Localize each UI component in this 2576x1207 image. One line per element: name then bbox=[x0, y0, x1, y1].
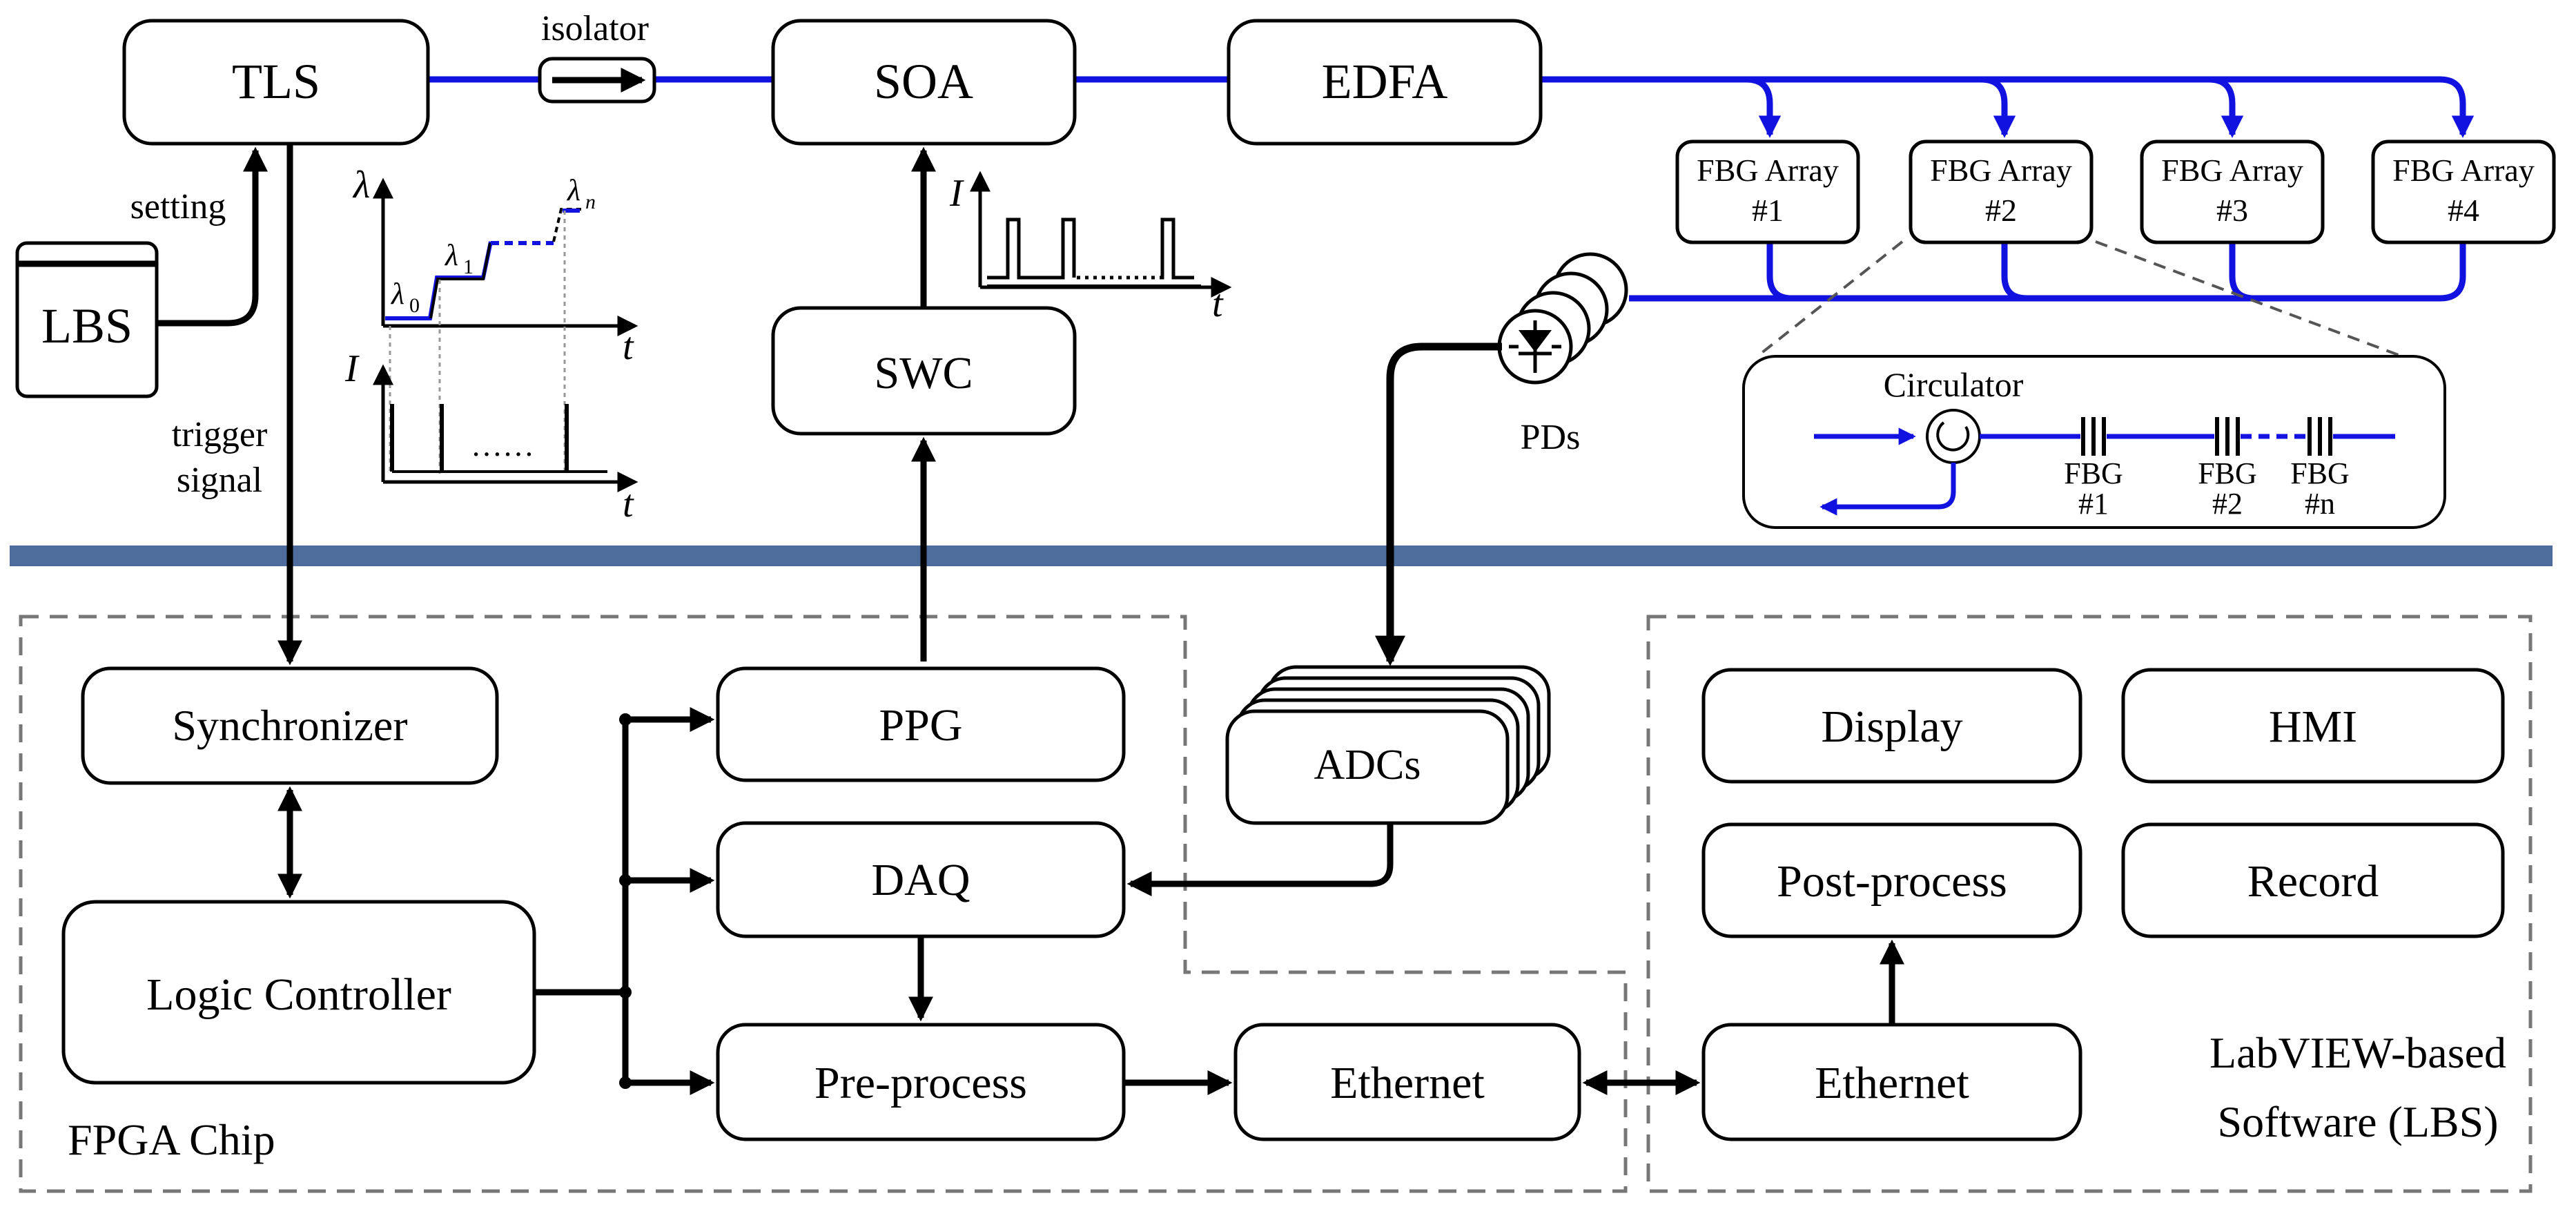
lambdan-label: λ bbox=[566, 173, 580, 207]
ppg-block: PPG bbox=[716, 666, 1126, 782]
ethernet-pc-block: Ethernet bbox=[1701, 1023, 2082, 1141]
soa-pulse-plot: I t bbox=[949, 171, 1232, 325]
fbg-grating-2-icon bbox=[2215, 417, 2240, 456]
trigger-pulse-plot: I t …… bbox=[344, 347, 638, 525]
fpga-chip-region bbox=[19, 615, 1628, 1193]
svg-text:Post-process: Post-process bbox=[1777, 856, 2007, 907]
ethernet-fpga-block: Ethernet bbox=[1233, 1023, 1581, 1141]
setting-label: setting bbox=[130, 187, 226, 226]
svg-text:Ethernet: Ethernet bbox=[1330, 1058, 1485, 1108]
adc-to-daq-arrow bbox=[1126, 823, 1394, 896]
pd-to-adc-arrow bbox=[1375, 342, 1502, 666]
svg-text:1: 1 bbox=[463, 255, 474, 278]
svg-text:FBG: FBG bbox=[2290, 456, 2350, 490]
svg-text:#1: #1 bbox=[1752, 193, 1784, 228]
edfa-block: EDFA bbox=[1227, 19, 1543, 146]
labview-region bbox=[1646, 615, 2533, 1193]
wavelength-step-plot: λ t λ 0 λ 1 λ n bbox=[352, 164, 638, 474]
svg-text:LBS: LBS bbox=[41, 298, 133, 354]
fbg-array-3: FBG Array #3 bbox=[2140, 139, 2325, 244]
setting-arrow bbox=[157, 146, 268, 327]
svg-text:Logic Controller: Logic Controller bbox=[146, 969, 451, 1020]
svg-text:#2: #2 bbox=[2212, 487, 2243, 521]
svg-text:Record: Record bbox=[2247, 856, 2379, 907]
svg-text:0: 0 bbox=[409, 294, 420, 317]
svg-text:#1: #1 bbox=[2078, 487, 2109, 521]
fbg-array-4: FBG Array #4 bbox=[2371, 139, 2556, 244]
svg-text:FBG Array: FBG Array bbox=[2392, 153, 2535, 188]
svg-text:Ethernet: Ethernet bbox=[1815, 1058, 1969, 1108]
photodiode-icon bbox=[1497, 252, 1628, 385]
svg-text:FBG Array: FBG Array bbox=[1930, 153, 2072, 188]
svg-text:HMI: HMI bbox=[2269, 702, 2357, 752]
display-block: Display bbox=[1701, 668, 2082, 784]
record-block: Record bbox=[2121, 822, 2505, 938]
daq-block: DAQ bbox=[716, 821, 1126, 938]
signal-label: signal bbox=[177, 461, 262, 500]
lambda1-label: λ bbox=[444, 238, 458, 272]
fbg-array-1: FBG Array #1 bbox=[1675, 139, 1860, 244]
pds-label: PDs bbox=[1521, 418, 1581, 457]
svg-text:FBG: FBG bbox=[2064, 456, 2123, 490]
svg-text:SOA: SOA bbox=[874, 54, 973, 109]
labview-label-line2: Software (LBS) bbox=[2217, 1097, 2498, 1146]
svg-text:#3: #3 bbox=[2216, 193, 2248, 228]
svg-text:#4: #4 bbox=[2448, 193, 2479, 228]
svg-text:SWC: SWC bbox=[874, 348, 973, 398]
synchronizer-block: Synchronizer bbox=[81, 666, 499, 785]
svg-text:n: n bbox=[585, 191, 596, 213]
svg-text:FBG Array: FBG Array bbox=[2161, 153, 2303, 188]
bus-lines bbox=[534, 707, 715, 1095]
svg-text:Synchronizer: Synchronizer bbox=[172, 701, 407, 750]
circulator-label: Circulator bbox=[1884, 365, 2024, 404]
fbg-grating-n-icon bbox=[2307, 417, 2332, 456]
circulator-icon bbox=[1926, 409, 1981, 464]
svg-text:t: t bbox=[623, 325, 634, 368]
lambda0-label: λ bbox=[390, 277, 404, 311]
pre-process-block: Pre-process bbox=[716, 1023, 1126, 1141]
svg-text:ADCs: ADCs bbox=[1314, 742, 1421, 789]
svg-text:I: I bbox=[344, 347, 360, 390]
svg-text:t: t bbox=[1212, 282, 1224, 325]
fbg-grating-1-icon bbox=[2081, 417, 2106, 456]
soa-block: SOA bbox=[771, 19, 1077, 146]
svg-text:……: …… bbox=[471, 427, 534, 463]
svg-text:λ: λ bbox=[352, 164, 370, 206]
svg-text:I: I bbox=[949, 172, 964, 215]
adcs-block: ADCs bbox=[1225, 665, 1551, 825]
svg-text:FBG Array: FBG Array bbox=[1697, 153, 1839, 188]
fbg-array-2: FBG Array #2 bbox=[1909, 139, 2094, 244]
trigger-label: trigger bbox=[172, 415, 268, 454]
isolator-label: isolator bbox=[541, 9, 649, 48]
separator-bar bbox=[10, 545, 2553, 566]
fpga-chip-label: FPGA Chip bbox=[68, 1115, 275, 1164]
swc-block: SWC bbox=[771, 306, 1077, 436]
svg-text:PPG: PPG bbox=[879, 700, 962, 751]
post-process-block: Post-process bbox=[1701, 822, 2082, 938]
labview-label-line1: LabVIEW-based bbox=[2209, 1028, 2506, 1077]
svg-text:TLS: TLS bbox=[232, 54, 320, 109]
tls-block: TLS bbox=[122, 19, 430, 146]
logic-controller-block: Logic Controller bbox=[61, 900, 536, 1085]
optical-path bbox=[428, 76, 2475, 302]
svg-text:t: t bbox=[623, 483, 634, 525]
svg-text:Display: Display bbox=[1821, 702, 1962, 752]
hmi-block: HMI bbox=[2121, 668, 2505, 784]
lbs-block: LBS bbox=[15, 241, 159, 398]
svg-text:#2: #2 bbox=[1985, 193, 2017, 228]
svg-text:FBG: FBG bbox=[2198, 456, 2257, 490]
svg-text:DAQ: DAQ bbox=[872, 855, 970, 905]
svg-text:Pre-process: Pre-process bbox=[814, 1058, 1027, 1108]
svg-text:EDFA: EDFA bbox=[1322, 54, 1448, 109]
svg-text:#n: #n bbox=[2305, 487, 2335, 521]
fbg-detail-inset: Circulator FBG #1 FBG #2 FBG #n bbox=[1742, 355, 2446, 529]
